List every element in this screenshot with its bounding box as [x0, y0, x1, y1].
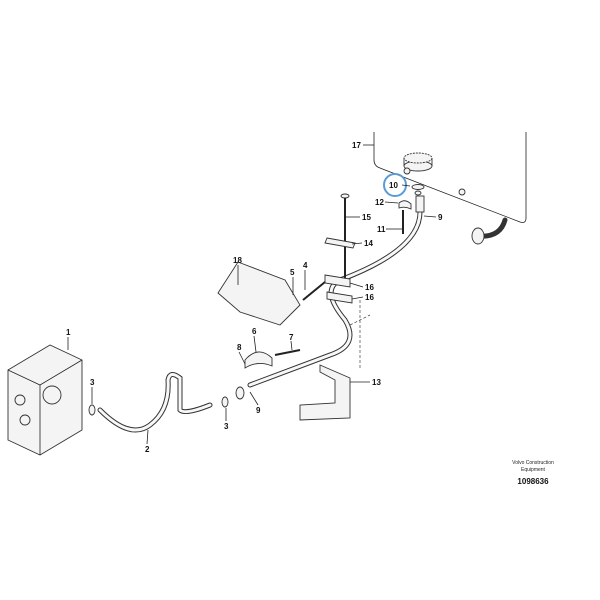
o-ring-3: [88, 404, 96, 416]
control-valve-block-1: [7, 344, 83, 456]
bracket-13: [299, 364, 351, 421]
tank-filler-cap: [403, 152, 433, 172]
bracket-18: [217, 261, 301, 326]
callout-8[interactable]: 8: [237, 343, 242, 352]
callout-2[interactable]: 2: [145, 445, 150, 454]
callout-10[interactable]: 10: [389, 181, 398, 190]
suction-hose-outlet: [471, 217, 508, 245]
callout-9[interactable]: 9: [256, 406, 261, 415]
callout-18[interactable]: 18: [233, 256, 242, 265]
clamp-6: [244, 351, 273, 369]
o-ring-3: [221, 396, 229, 408]
tank-plug: [458, 188, 466, 196]
callout-17[interactable]: 17: [352, 141, 361, 150]
hydraulic-tank: [373, 132, 527, 223]
callout-3[interactable]: 3: [90, 378, 95, 387]
highlight-circle: [383, 173, 407, 197]
callout-1[interactable]: 1: [66, 328, 71, 337]
bolt-15: [340, 193, 350, 278]
callout-9[interactable]: 9: [438, 213, 443, 222]
clamp-block-16: [324, 274, 351, 288]
clamp-block-16: [326, 291, 353, 304]
callout-12[interactable]: 12: [375, 198, 384, 207]
leader-lines: [67, 144, 437, 445]
plate-14: [324, 237, 356, 249]
brand-line-2: Equipment: [521, 467, 546, 473]
drawing-number: 1098636: [517, 477, 549, 486]
callout-6[interactable]: 6: [252, 327, 257, 336]
callout-7[interactable]: 7: [289, 333, 294, 342]
callout-16[interactable]: 16: [365, 293, 374, 302]
callout-13[interactable]: 13: [372, 378, 381, 387]
callout-5[interactable]: 5: [290, 268, 295, 277]
hose-fitting: [235, 386, 245, 400]
tank-plug: [403, 167, 411, 175]
adapter: [414, 190, 422, 196]
callout-3[interactable]: 3: [224, 422, 229, 431]
callout-15[interactable]: 15: [362, 213, 371, 222]
o-ring-10: [411, 184, 425, 190]
clamp-12: [398, 200, 412, 210]
callout-11[interactable]: 11: [377, 225, 386, 234]
brand-line-1: Volvo Construction: [512, 460, 554, 466]
callout-14[interactable]: 14: [364, 239, 373, 248]
callout-16[interactable]: 16: [365, 283, 374, 292]
hose-fitting: [415, 195, 425, 213]
callout-4[interactable]: 4: [303, 261, 308, 270]
